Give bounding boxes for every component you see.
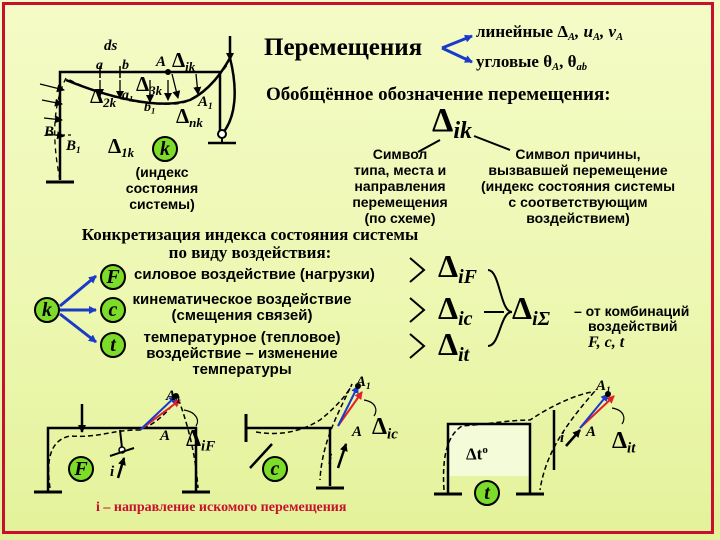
c-label-i: i <box>328 452 333 468</box>
symbol-delta-iF: ΔiF <box>438 248 477 288</box>
label-delta-3k: Δ3k <box>136 72 163 98</box>
F-label-i: i <box>110 464 115 480</box>
spec-k-circle: k <box>34 297 60 323</box>
symbol-delta-ic: Δic <box>438 290 473 330</box>
angular-row: угловые θA, θab <box>476 52 588 74</box>
header-arrows <box>441 34 473 64</box>
label-delta-2k: Δ2k <box>90 84 117 110</box>
F-label-delta: ΔiF <box>186 426 216 455</box>
combo-text: – от комбинаций воздействий <box>574 303 690 334</box>
t-label-A1: A1 <box>596 378 611 396</box>
label-B1: B1 <box>66 138 81 156</box>
spec-kinematic-text: кинематическое воздействие (смещения свя… <box>132 291 352 324</box>
symbol-delta-isum: ΔiΣ <box>512 290 551 330</box>
bottom-frame-F <box>34 393 210 494</box>
spec-t-circle: t <box>100 332 126 358</box>
label-ds: ds <box>104 38 118 54</box>
c-label-A1: A1 <box>356 374 371 392</box>
label-A1: A1 <box>198 94 213 112</box>
bottom-caption: i – направление искомого перемещения <box>96 500 347 515</box>
generalized-heading: Обобщённое обозначение перемещения: <box>266 84 611 105</box>
angular-label: угловые θ <box>476 52 553 71</box>
state-k-circle: k <box>152 136 178 162</box>
spec-arrows <box>59 274 97 344</box>
c-label-delta: Δic <box>372 414 398 443</box>
spec-thermal-text: температурное (тепловое) воздействие – и… <box>143 329 341 378</box>
bottom-c-circle: c <box>262 456 288 482</box>
bottom-F-circle: F <box>68 456 94 482</box>
F-label-A1: A1 <box>166 388 181 406</box>
t-label-i: i <box>560 430 565 446</box>
label-b1: b1 <box>144 100 156 116</box>
top-frame-scheme <box>39 36 236 184</box>
label-delta-1k: Δ1k <box>108 134 135 160</box>
linear-label: линейные Δ <box>476 22 568 41</box>
generalized-symbol: Δik <box>432 102 472 145</box>
title-displacements: Перемещения <box>264 34 423 61</box>
linear-row: линейные ΔA, uA, vA <box>476 22 624 44</box>
spec-force-text: силовое воздействие (нагрузки) <box>134 266 375 283</box>
bottom-t-circle: t <box>474 480 500 506</box>
c-label-A: A <box>352 424 363 440</box>
spec-F-circle: F <box>100 264 126 290</box>
index-note: (индекс состояния системы) <box>125 164 199 212</box>
symbol-pointers <box>417 135 511 153</box>
symbol-note-right: Символ причины, вызвавшей перемещение (и… <box>480 146 676 226</box>
label-b: b <box>122 58 129 73</box>
label-B: B <box>44 124 55 140</box>
label-delta-nk: Δnk <box>176 104 203 130</box>
label-delta-ik: Δik <box>172 48 196 74</box>
spec-c-circle: c <box>100 297 126 323</box>
combo-list: F, c, t <box>588 334 625 351</box>
t-label-A: A <box>586 424 597 440</box>
spec-heading: Конкретизация индекса состояния системы … <box>81 225 419 262</box>
label-A: A <box>156 54 167 70</box>
symbol-note-left: Символ типа, места и направления перемещ… <box>352 146 448 226</box>
label-a: a <box>96 58 103 73</box>
t-label-temp: Δto <box>466 444 488 464</box>
symbol-delta-it: Δit <box>438 326 470 366</box>
spec-chevrons <box>409 257 513 359</box>
F-label-A: A <box>160 428 171 444</box>
bottom-frame-t <box>434 391 625 496</box>
t-label-delta: Δit <box>612 428 636 457</box>
bottom-frame-c <box>244 383 377 490</box>
label-a1: a1 <box>122 88 134 104</box>
